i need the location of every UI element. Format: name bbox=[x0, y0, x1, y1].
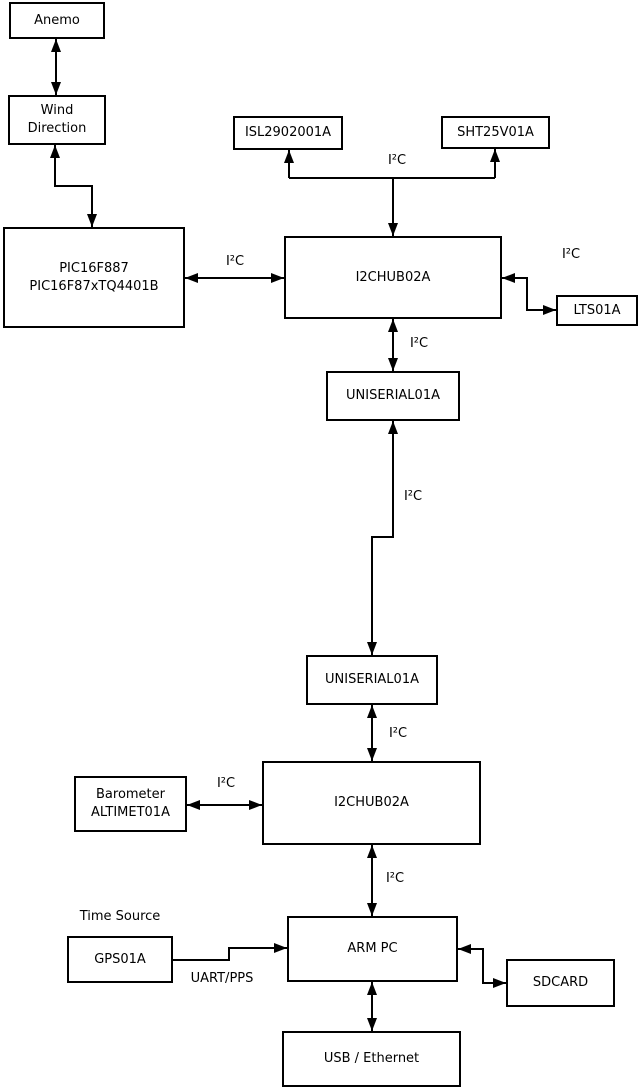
node-pic16f887: PIC16F887 PIC16F87xTQ4401B bbox=[3, 227, 185, 328]
edge-label-i2c-sensor-bus: I²C bbox=[387, 153, 407, 168]
edge-label-i2c-barometer-hub2: I²C bbox=[216, 776, 236, 791]
node-pic16f887-line1: PIC16F887 bbox=[59, 260, 129, 276]
node-arm-pc-label: ARM PC bbox=[347, 941, 398, 956]
edge-winddirection-pic bbox=[50, 145, 97, 227]
node-uniserial01a-bottom-label: UNISERIAL01A bbox=[325, 672, 419, 687]
edge-label-i2c-hub-uniserial: I²C bbox=[409, 336, 429, 351]
node-barometer-altimet01a: Barometer ALTIMET01A bbox=[74, 776, 187, 832]
node-gps01a-label: GPS01A bbox=[94, 951, 146, 967]
edge-gps-armpc bbox=[173, 943, 287, 961]
edge-uniserial-top-uniserial-bottom bbox=[367, 421, 398, 655]
node-anemo-label: Anemo bbox=[34, 12, 80, 28]
node-i2chub02a-top-label: I2CHUB02A bbox=[355, 269, 431, 285]
edge-label-i2c-hub2-armpc: I²C bbox=[385, 871, 405, 886]
node-barometer-line1: Barometer bbox=[96, 787, 165, 802]
node-wind-direction-line1: Wind bbox=[40, 103, 74, 118]
node-barometer-line2: ALTIMET01A bbox=[91, 805, 170, 820]
node-anemo: Anemo bbox=[9, 2, 105, 39]
edge-label-uart-pps: UART/PPS bbox=[190, 971, 254, 986]
node-isl2902001a-label: ISL2902001A bbox=[244, 125, 332, 140]
node-usb-ethernet-label: USB / Ethernet bbox=[323, 1051, 420, 1066]
node-i2chub02a-top: I2CHUB02A bbox=[284, 236, 502, 319]
node-i2chub02a-bottom: I2CHUB02A bbox=[262, 761, 481, 845]
node-sht25v01a-label: SHT25V01A bbox=[457, 124, 534, 140]
node-usb-ethernet: USB / Ethernet bbox=[282, 1031, 461, 1087]
node-wind-direction: Wind Direction bbox=[8, 95, 106, 145]
node-sdcard-label: SDCARD bbox=[532, 975, 589, 990]
node-uniserial01a-top: UNISERIAL01A bbox=[326, 371, 460, 421]
node-sht25v01a: SHT25V01A bbox=[441, 116, 550, 149]
edge-label-i2c-hub-lts: I²C bbox=[561, 247, 581, 262]
edge-label-time-source: Time Source bbox=[79, 909, 161, 924]
node-pic16f887-line2: PIC16F87xTQ4401B bbox=[29, 278, 159, 294]
edge-label-i2c-pic-hub: I²C bbox=[225, 254, 245, 269]
node-i2chub02a-bottom-label: I2CHUB02A bbox=[334, 795, 409, 810]
node-uniserial01a-top-label: UNISERIAL01A bbox=[346, 388, 440, 403]
edge-label-i2c-uniserial-link: I²C bbox=[403, 489, 423, 504]
node-uniserial01a-bottom: UNISERIAL01A bbox=[306, 655, 438, 705]
node-isl2902001a: ISL2902001A bbox=[233, 116, 343, 150]
edge-i2chub-top-lts bbox=[502, 273, 556, 315]
node-lts01a: LTS01A bbox=[556, 295, 638, 326]
edge-label-i2c-uniserial-hub2: I²C bbox=[388, 726, 408, 741]
node-lts01a-label: LTS01A bbox=[573, 302, 621, 318]
node-sdcard: SDCARD bbox=[506, 959, 615, 1007]
edge-armpc-sdcard bbox=[458, 944, 506, 988]
node-arm-pc: ARM PC bbox=[287, 916, 458, 982]
node-gps01a: GPS01A bbox=[67, 936, 173, 983]
node-wind-direction-line2: Direction bbox=[27, 121, 87, 136]
